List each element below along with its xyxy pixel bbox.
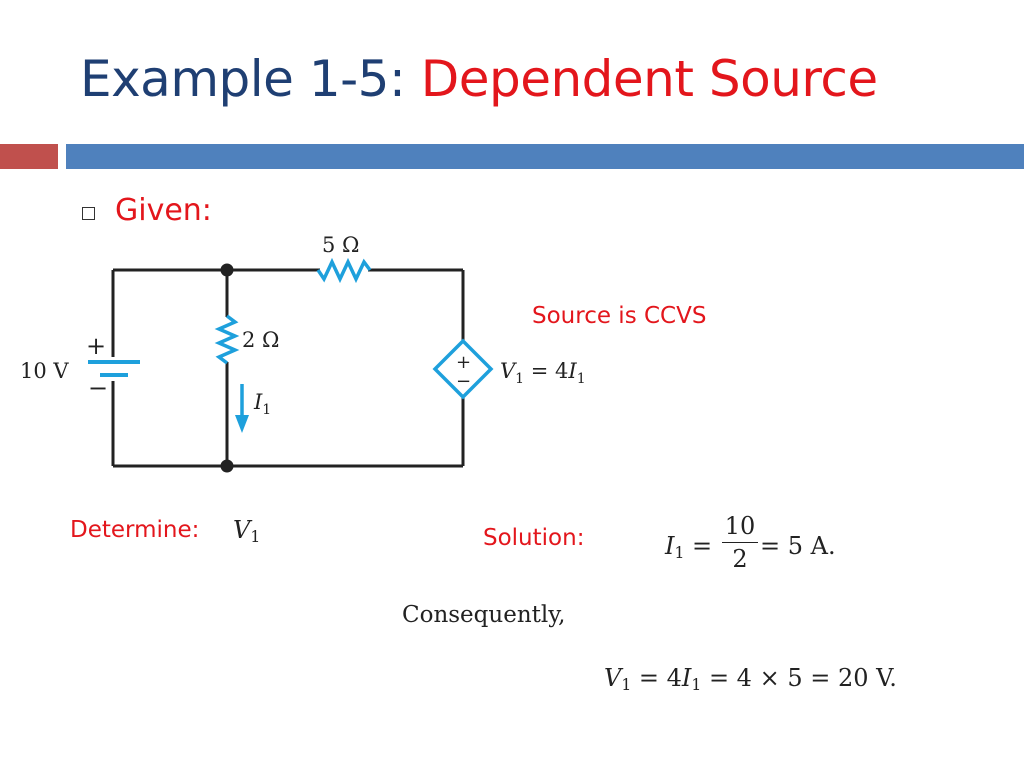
resistor-left-label: 2 Ω bbox=[242, 328, 279, 352]
resistor-2-ohm-icon bbox=[214, 314, 240, 365]
equation-1-rhs: = 5 A. bbox=[760, 532, 836, 560]
title-divider-blue bbox=[66, 144, 1024, 169]
slide-title: Example 1-5: Dependent Source bbox=[80, 50, 878, 108]
battery-minus-sign: − bbox=[88, 374, 108, 402]
fraction-numerator: 10 bbox=[724, 512, 756, 540]
current-label: I1 bbox=[253, 390, 271, 418]
given-label: Given: bbox=[115, 193, 212, 228]
determine-label: Determine: bbox=[70, 517, 200, 543]
solution-label: Solution: bbox=[483, 525, 585, 551]
title-topic: Dependent Source bbox=[420, 50, 878, 108]
fraction-denominator: 2 bbox=[732, 545, 748, 573]
dependent-source-diamond-icon bbox=[432, 338, 494, 400]
battery-voltage-label: 10 V bbox=[20, 359, 69, 383]
source-type-note: Source is CCVS bbox=[532, 303, 707, 329]
node-dot-bottom bbox=[220, 459, 234, 473]
equation-2: V1 = 4I1 = 4 × 5 = 20 V. bbox=[604, 664, 897, 694]
circuit-wires bbox=[111, 268, 465, 468]
fraction-bar bbox=[722, 542, 758, 543]
title-example-number: Example 1-5: bbox=[80, 50, 421, 108]
node-dot-top bbox=[220, 263, 234, 277]
battery-plus-sign: + bbox=[86, 332, 106, 360]
dep-source-equation: V1 = 4I1 bbox=[500, 359, 586, 387]
determine-variable: V1 bbox=[233, 516, 261, 546]
title-divider-red bbox=[0, 144, 58, 169]
bullet-square-icon bbox=[82, 207, 95, 220]
equation-1-lhs: I1 = bbox=[665, 532, 713, 562]
battery-icon bbox=[88, 360, 140, 377]
dep-source-plus-sign: + bbox=[456, 352, 471, 373]
current-arrow-icon bbox=[235, 384, 249, 433]
equation-1-fraction: 10 2 bbox=[722, 512, 758, 573]
consequently-text: Consequently, bbox=[402, 602, 566, 628]
resistor-top-label: 5 Ω bbox=[322, 233, 359, 257]
resistor-5-ohm-icon bbox=[316, 257, 372, 284]
dep-source-minus-sign: − bbox=[456, 371, 471, 392]
